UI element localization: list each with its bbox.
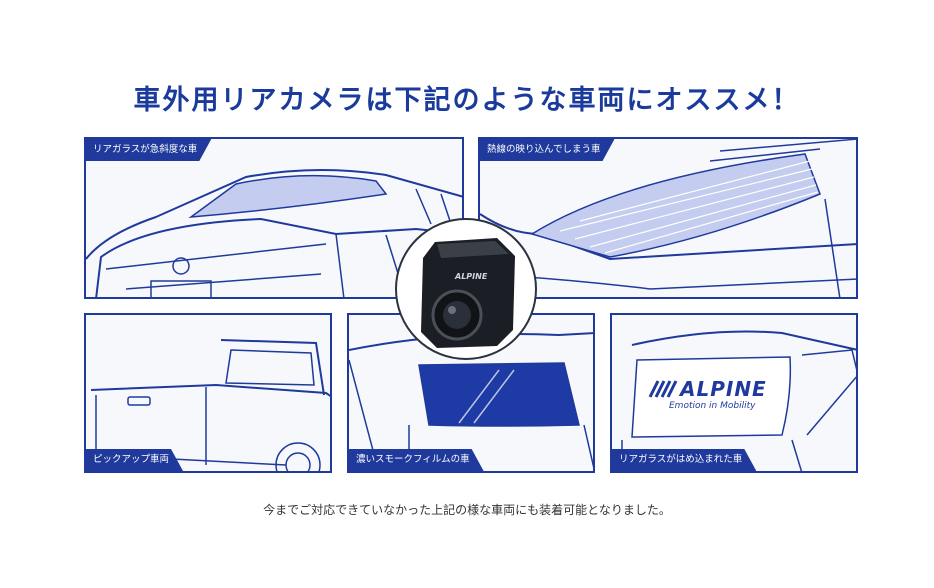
glass-logo-slogan: Emotion in Mobility: [669, 401, 756, 411]
panel-label: リアガラスがはめ込まれた車: [612, 449, 756, 471]
panel-defogger-glass: 熱線の映り込んでしまう車: [478, 137, 858, 299]
panel-steep-rear-glass: リアガラスが急斜度な車: [84, 137, 464, 299]
footer-caption: 今までご対応できていなかった上記の様な車両にも装着可能となりました。: [263, 503, 671, 517]
car-illustration-sedan: [86, 169, 462, 297]
panel-label: リアガラスが急斜度な車: [86, 139, 211, 161]
panel-label: 濃いスモークフィルムの車: [349, 449, 484, 471]
car-illustration-hatchback: [480, 139, 856, 297]
rear-camera-image: [421, 238, 515, 348]
panel-fixed-rear-glass: ALPINE Emotion in Mobility リアガラスがはめ込まれた車: [610, 313, 858, 473]
panel-label: ピックアップ車両: [86, 449, 183, 471]
glass-logo-brand: ALPINE: [680, 377, 767, 401]
camera-product-circle: ALPINE: [395, 218, 537, 360]
panel-label: 熱線の映り込んでしまう車: [480, 139, 615, 161]
car-illustration-van-rear: [621, 330, 856, 471]
camera-brand-label: ALPINE: [455, 272, 488, 281]
page-title: 車外用リアカメラは下記のような車両にオススメ！: [133, 85, 801, 116]
panel-pickup-truck: ピックアップ車両: [84, 313, 332, 473]
